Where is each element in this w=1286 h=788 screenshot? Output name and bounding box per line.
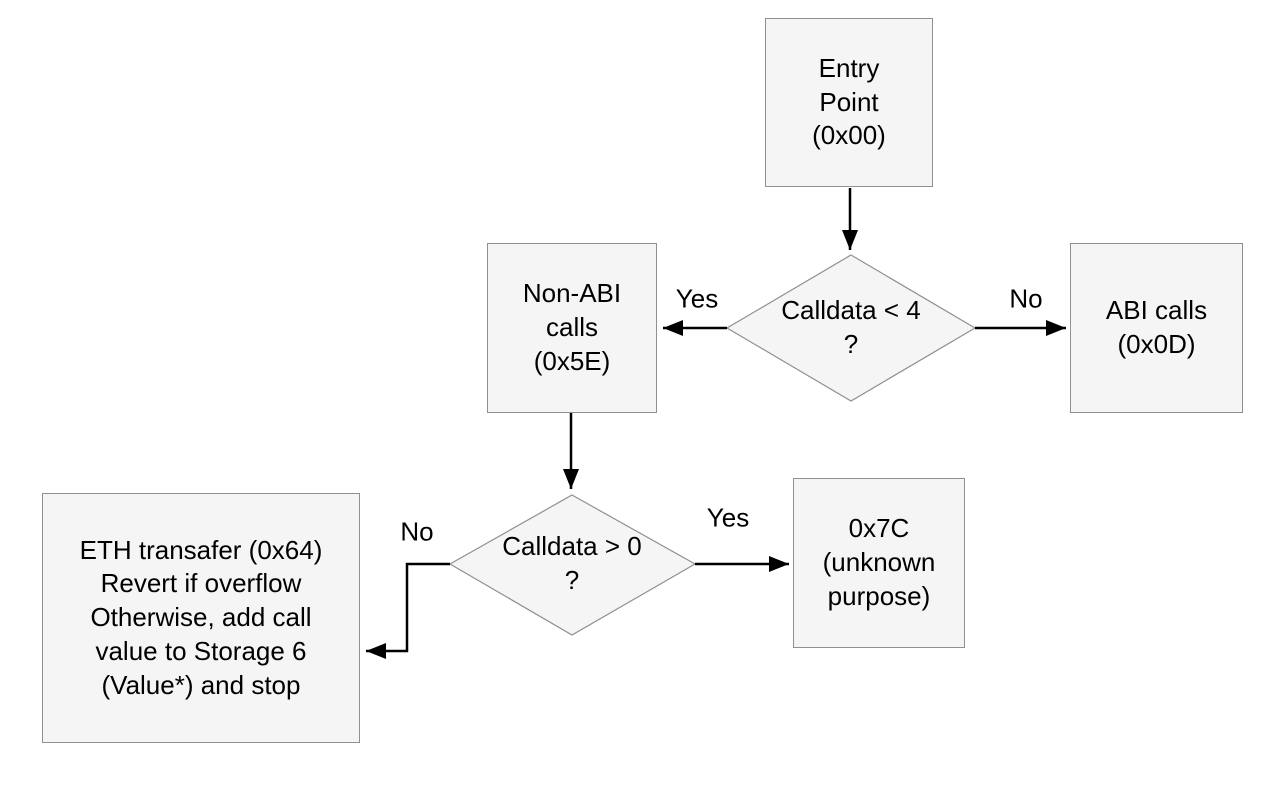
decision-diamond-calldata-lt-4 [725, 254, 977, 402]
node-non-abi-calls: Non-ABI calls (0x5E) [487, 243, 657, 413]
node-abi-calls: ABI calls (0x0D) [1070, 243, 1243, 413]
decision-diamond-calldata-gt-0 [448, 494, 697, 636]
edge-decision2-no-to-eth-arrow [366, 562, 450, 659]
edge-label-decision1-no: No [1009, 283, 1043, 314]
node-eth-transfer: ETH transafer (0x64) Revert if overflow … [42, 493, 360, 743]
edge-label-decision2-yes: Yes [706, 502, 750, 533]
node-entry-point: Entry Point (0x00) [765, 18, 933, 187]
edge-label-decision2-no: No [400, 516, 434, 547]
edge-label-decision1-yes: Yes [675, 283, 719, 314]
node-0x7c-unknown-purpose: 0x7C (unknown purpose) [793, 478, 965, 648]
